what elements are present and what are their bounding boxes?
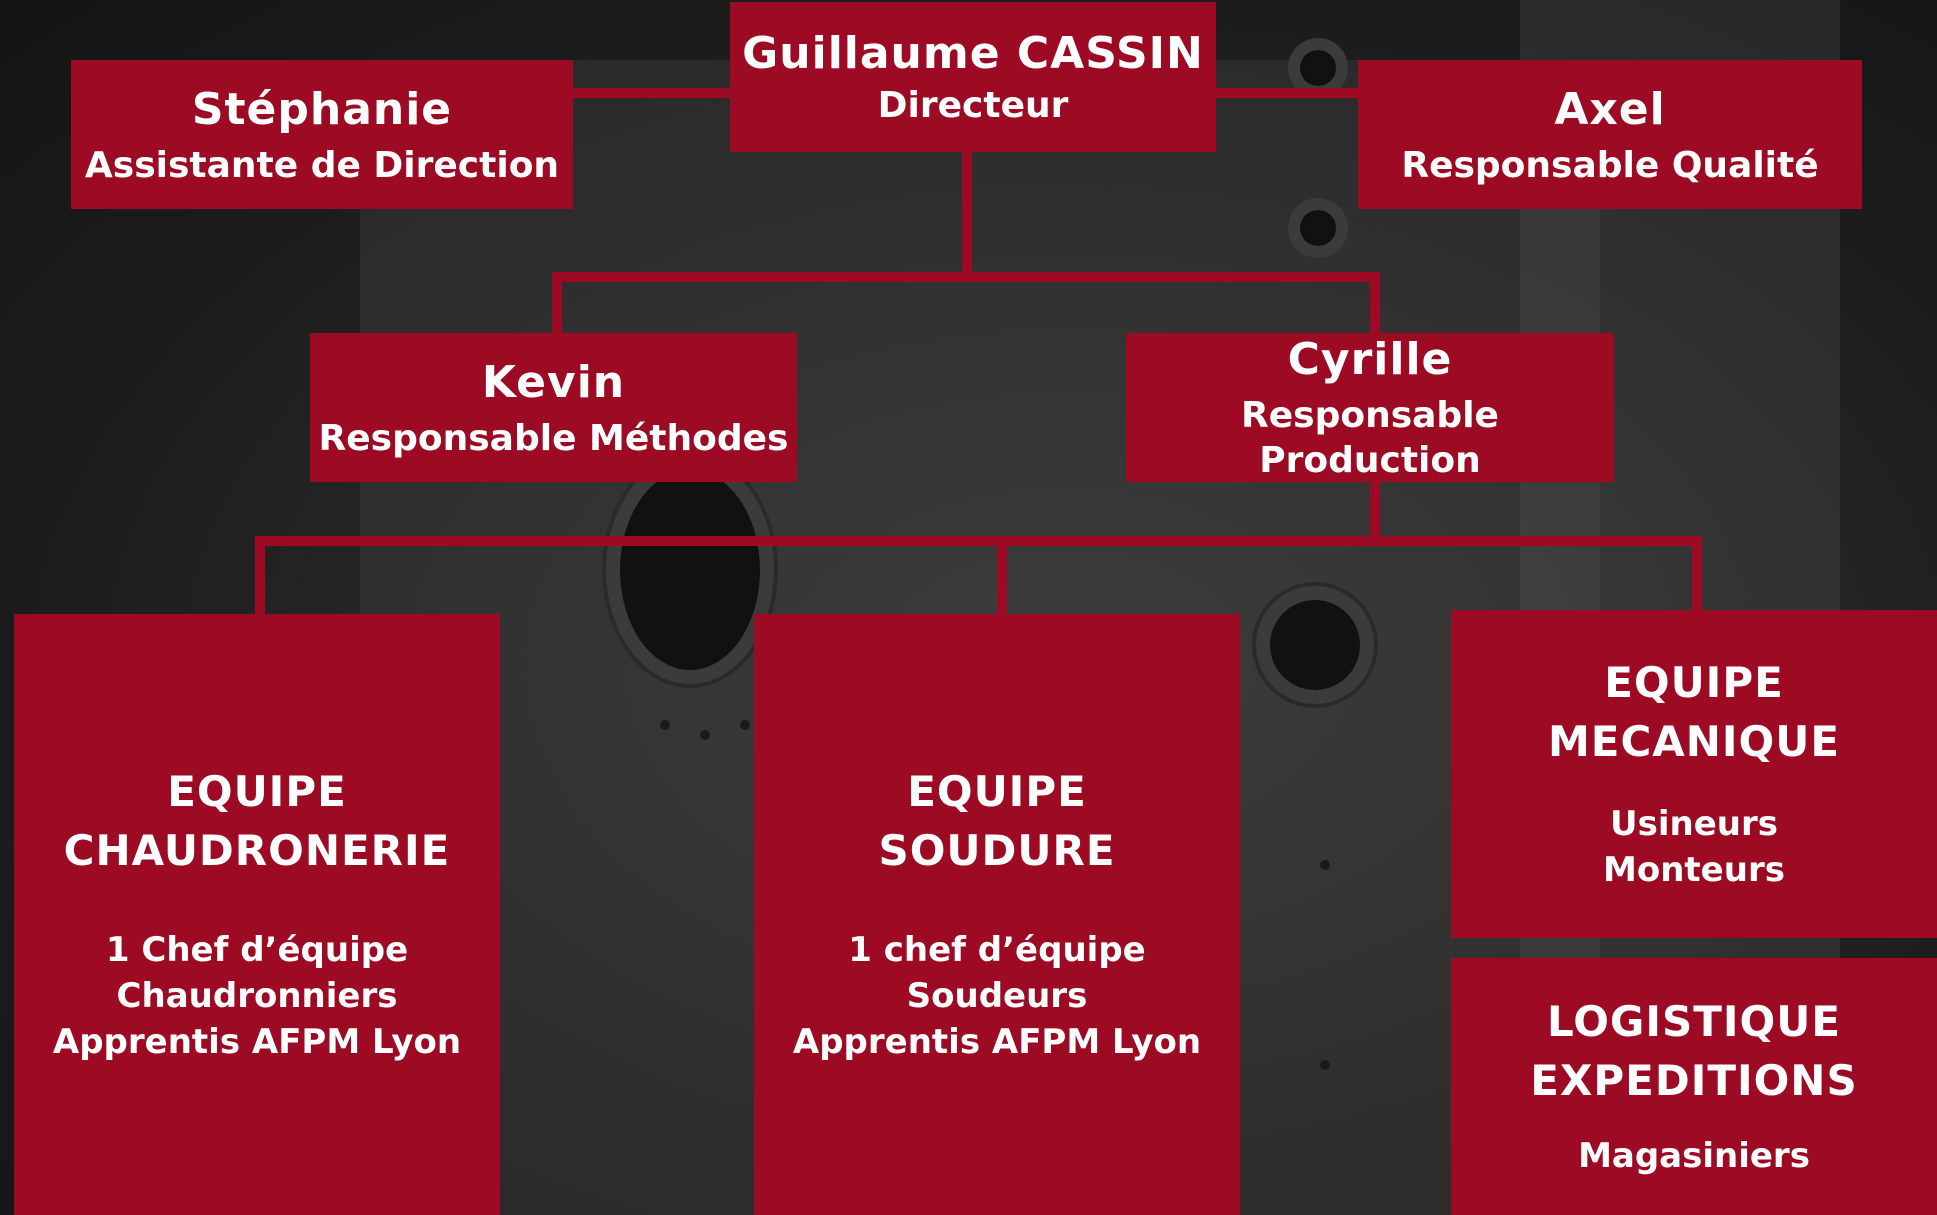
- team-chaudronerie-lines: 1 Chef d’équipe Chaudronniers Apprentis …: [53, 928, 461, 1066]
- team-chaudronerie-title1: EQUIPE: [167, 766, 347, 816]
- assistant-role: Assistante de Direction: [84, 144, 560, 186]
- production-role: Responsable Production: [1241, 395, 1499, 481]
- team-soudure-title1: EQUIPE: [907, 766, 1087, 816]
- assistant-name: Stéphanie: [191, 83, 453, 135]
- quality-role: Responsable Qualité: [1401, 144, 1819, 186]
- team-chaudronerie-box: EQUIPE CHAUDRONERIE 1 Chef d’équipe Chau…: [14, 614, 500, 1215]
- team-soudure-line: Soudeurs: [906, 976, 1088, 1017]
- director-role: Directeur: [877, 85, 1069, 126]
- connector-to-soudure: [997, 536, 1007, 616]
- team-soudure-line: Apprentis AFPM Lyon: [792, 1022, 1202, 1063]
- methods-role: Responsable Méthodes: [318, 417, 789, 459]
- team-chaudronerie-title2: CHAUDRONERIE: [63, 825, 451, 875]
- team-mecanique-lines: Usineurs Monteurs: [1603, 802, 1785, 894]
- connector-to-chaudronerie: [255, 536, 265, 616]
- connector-production-down: [1370, 480, 1380, 540]
- connector-to-mecanique: [1692, 536, 1702, 612]
- connector-assistant-director: [572, 88, 732, 98]
- team-logistique-box: LOGISTIQUE EXPEDITIONS Magasiniers: [1451, 958, 1937, 1215]
- team-soudure-lines: 1 chef d’équipe Soudeurs Apprentis AFPM …: [793, 928, 1201, 1066]
- director-box: Guillaume CASSIN Directeur: [730, 2, 1216, 152]
- team-chaudronerie-line: Chaudronniers: [116, 976, 398, 1017]
- team-soudure-title2: SOUDURE: [878, 825, 1116, 875]
- team-logistique-title2: EXPEDITIONS: [1530, 1055, 1858, 1105]
- team-logistique-lines: Magasiniers: [1578, 1134, 1810, 1180]
- team-chaudronerie-line: Apprentis AFPM Lyon: [52, 1022, 462, 1063]
- quality-box: Axel Responsable Qualité: [1358, 60, 1862, 209]
- team-chaudronerie-line: 1 Chef d’équipe: [105, 930, 409, 971]
- team-soudure-box: EQUIPE SOUDURE 1 chef d’équipe Soudeurs …: [754, 614, 1240, 1215]
- team-logistique-line: Magasiniers: [1578, 1136, 1810, 1177]
- methods-box: Kevin Responsable Méthodes: [310, 333, 797, 482]
- team-mecanique-box: EQUIPE MECANIQUE Usineurs Monteurs: [1451, 610, 1937, 938]
- team-soudure-line: 1 chef d’équipe: [848, 930, 1146, 971]
- team-mecanique-line: Usineurs: [1610, 803, 1778, 844]
- team-mecanique-title1: EQUIPE: [1604, 658, 1784, 708]
- connector-director-quality: [1215, 88, 1360, 98]
- team-mecanique-line: Monteurs: [1603, 849, 1785, 890]
- team-logistique-title1: LOGISTIQUE: [1546, 996, 1842, 1046]
- quality-name: Axel: [1554, 83, 1666, 135]
- connector-managers-horizontal: [552, 272, 1380, 282]
- methods-name: Kevin: [481, 356, 626, 408]
- production-name: Cyrille: [1287, 334, 1453, 385]
- production-box: Cyrille Responsable Production: [1126, 333, 1614, 482]
- connector-teams-horizontal: [255, 536, 1702, 546]
- director-name: Guillaume CASSIN: [742, 28, 1204, 79]
- connector-director-down: [962, 150, 972, 278]
- team-mecanique-title2: MECANIQUE: [1547, 717, 1841, 767]
- connector-to-methods: [552, 272, 562, 334]
- assistant-box: Stéphanie Assistante de Direction: [71, 60, 573, 209]
- connector-to-production: [1370, 272, 1380, 334]
